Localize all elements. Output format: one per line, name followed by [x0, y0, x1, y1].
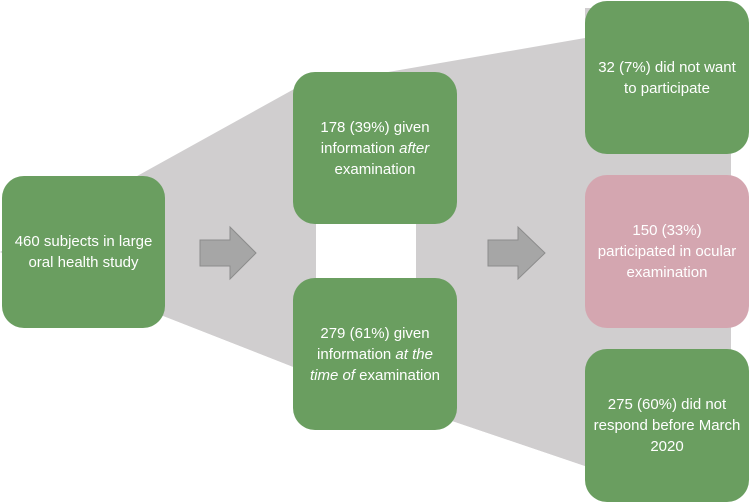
declined-box: 32 (7%) did not want to participate	[585, 1, 749, 154]
participated-text: 150 (33%) participated in ocular examina…	[597, 222, 737, 281]
participated-box: 150 (33%) participated in ocular examina…	[585, 175, 749, 328]
start-box-text: 460 subjects in large oral health study	[14, 233, 153, 271]
after-info-text: 178 (39%) given information after examin…	[320, 118, 430, 178]
time-info-box: 279 (61%) given information at the time …	[293, 278, 457, 430]
gap-panel	[316, 224, 416, 280]
after-info-box: 178 (39%) given information after examin…	[293, 72, 457, 224]
declined-text: 32 (7%) did not want to participate	[598, 58, 736, 97]
right-arrow-icon	[487, 225, 546, 281]
right-arrow-icon	[199, 225, 257, 281]
start-box: 460 subjects in large oral health study	[2, 176, 165, 328]
no-response-box: 275 (60%) did not respond before March 2…	[585, 349, 749, 502]
no-response-text: 275 (60%) did not respond before March 2…	[593, 396, 741, 455]
time-info-text: 279 (61%) given information at the time …	[309, 324, 441, 384]
